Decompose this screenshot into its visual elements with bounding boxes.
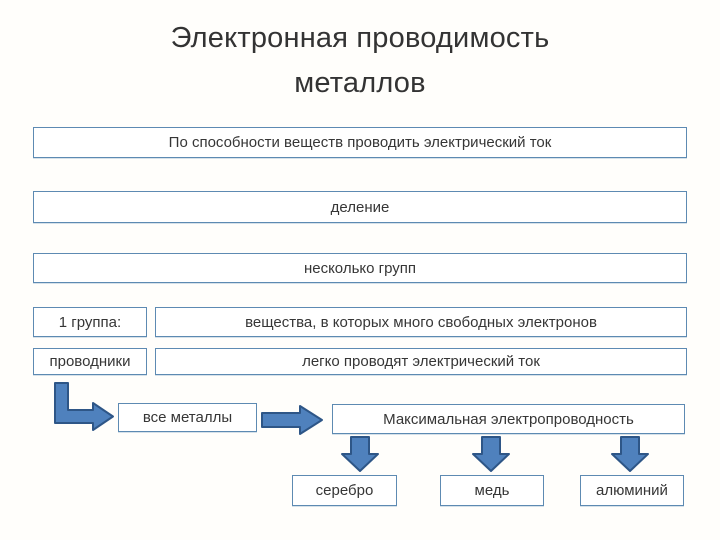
box-conductors-value-text: легко проводят электрический ток: [302, 353, 540, 370]
box-metal-aluminum-text: алюминий: [596, 482, 668, 499]
down-arrow-copper-icon: [472, 436, 510, 472]
box-division: деление: [33, 191, 687, 223]
box-all-metals-text: все металлы: [142, 409, 233, 426]
box-group1-value-text: вещества, в которых много свободных элек…: [245, 313, 597, 331]
slide-title-line2: металлов: [294, 67, 426, 99]
box-conductors-value: легко проводят электрический ток: [155, 348, 687, 375]
box-max-conductivity: Максимальная электропроводность: [332, 404, 685, 434]
box-metal-aluminum: алюминий: [580, 475, 684, 506]
box-metal-silver: серебро: [292, 475, 397, 506]
down-arrow-silver-icon: [341, 436, 379, 472]
box-metal-copper-text: медь: [474, 482, 510, 499]
down-arrow-aluminum-icon: [611, 436, 649, 472]
box-division-text: деление: [330, 198, 390, 216]
box-conductors-label: проводники: [33, 348, 147, 375]
box-conductors-label-text: проводники: [49, 353, 131, 370]
elbow-down-right-arrow-icon: [54, 382, 114, 431]
slide-title: Электронная проводимость металлов: [0, 16, 720, 106]
flow-right-arrow-icon: [261, 405, 323, 435]
box-group1-label-text: 1 группа:: [58, 313, 122, 331]
box-groups: несколько групп: [33, 253, 687, 283]
box-max-conductivity-text: Максимальная электропроводность: [383, 410, 634, 428]
box-criterion: По способности веществ проводить электри…: [33, 127, 687, 158]
box-criterion-text: По способности веществ проводить электри…: [168, 134, 552, 151]
box-all-metals: все металлы: [118, 403, 257, 432]
slide-title-line1: Электронная проводимость: [170, 22, 550, 54]
box-metal-silver-text: серебро: [315, 482, 374, 499]
box-group1-label: 1 группа:: [33, 307, 147, 337]
box-group1-value: вещества, в которых много свободных элек…: [155, 307, 687, 337]
box-metal-copper: медь: [440, 475, 544, 506]
box-groups-text: несколько групп: [303, 259, 417, 277]
